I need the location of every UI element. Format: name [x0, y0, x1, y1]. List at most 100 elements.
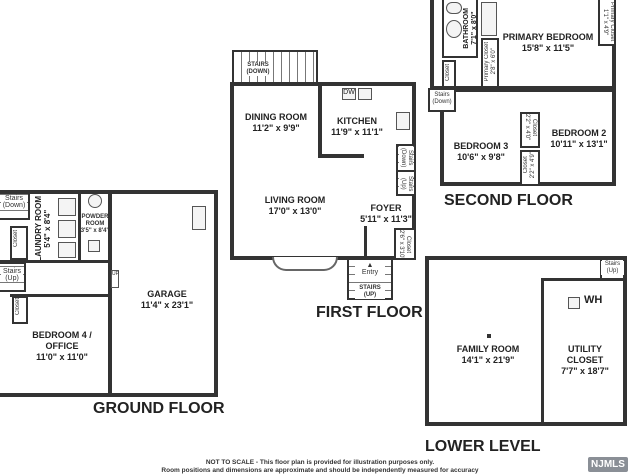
foyer-closet	[394, 228, 416, 260]
stairs-up-label: STAIRS (UP)	[355, 285, 385, 299]
room-name: BATHROOM	[463, 8, 470, 49]
toilet-icon	[446, 2, 462, 14]
garage-wall	[108, 192, 112, 397]
closet-a	[520, 112, 540, 148]
room-dims: 11'9" x 11'1"	[331, 127, 383, 137]
primary-closet-2	[481, 38, 499, 88]
room-dims: 7'7" x 18'7"	[561, 366, 609, 376]
room-name: Closet	[523, 156, 529, 174]
dishwasher-icon: DW	[342, 88, 356, 100]
utility-wall	[541, 278, 625, 281]
stove-icon	[396, 112, 410, 130]
room-dims: 5'11" x 11'3"	[360, 214, 412, 224]
kitchen-wall	[318, 154, 364, 158]
stairs-down-label: STAIRS (DOWN)	[246, 62, 270, 76]
room-dims: 11'2" x 9'9"	[252, 123, 300, 133]
ground-floor-title: GROUND FLOOR	[93, 400, 225, 417]
disclaimer-line-2: Room positions and dimensions are approx…	[161, 467, 479, 474]
stairs-down[interactable]	[232, 50, 318, 84]
sink-icon	[88, 240, 100, 252]
bay-window	[272, 257, 338, 271]
room-name: PRIMARY BEDROOM	[502, 32, 594, 42]
room-name: LAUNDRY ROOM	[34, 196, 43, 262]
stairs-up-side-label: Stairs (Up)	[399, 174, 413, 194]
room-dims: 3'5" x 8'4"	[80, 228, 110, 234]
room-dims: 7'1" x 8'0"	[471, 11, 478, 46]
stairs-up-label: Stairs (Up)	[1, 268, 23, 282]
room-dims: 1'1" x 4'9"	[602, 8, 608, 35]
room-name: DINING ROOM	[245, 112, 307, 122]
room-dims: 2'8" x 6'0"	[491, 48, 497, 75]
washer-icon	[58, 198, 76, 216]
first-floor-title: FIRST FLOOR	[316, 304, 423, 321]
room-dims: 11'0" x 11'0"	[36, 352, 88, 362]
stairs-down-side-label: Stairs (Down)	[399, 146, 413, 170]
room-dims: 10'6" x 9'8"	[457, 152, 505, 162]
bedroom-wall	[10, 294, 110, 297]
entry-text: Entry	[361, 269, 379, 276]
entry-label: ▲Entry	[355, 262, 385, 276]
closet-2	[12, 296, 28, 324]
foyer-wall	[364, 226, 367, 260]
njmls-logo: NJMLS	[588, 457, 628, 472]
room-name: Primary Closet	[609, 2, 615, 42]
hall-wall	[0, 260, 110, 263]
sink-icon	[446, 20, 462, 38]
second-floor-title: SECOND FLOOR	[444, 192, 573, 209]
room-dims: 2'6" x 3'10"	[398, 230, 404, 260]
garage-fixture-icon	[192, 206, 206, 230]
room-name: FAMILY ROOM	[456, 344, 520, 354]
room-dims: 5'4" x 8'4"	[43, 209, 52, 248]
closet-label: Closet	[445, 64, 451, 82]
room-dims: 17'0" x 13'0"	[268, 206, 322, 216]
stairs-down-label: Stairs (Down)	[1, 195, 27, 209]
room-dims: 14'1" x 21'9"	[461, 355, 515, 365]
room-name: Primary Closet	[484, 42, 490, 82]
powder-room-wall	[78, 192, 81, 262]
room-name: BEDROOM 4 / OFFICE	[32, 330, 92, 351]
bathtub-icon	[481, 2, 497, 36]
garage-step-up: UP	[111, 270, 119, 288]
room-name: UTILITY CLOSET	[566, 344, 604, 365]
room-name: GARAGE	[147, 289, 187, 299]
toilet-icon	[88, 194, 102, 208]
closet-2-label: Closet	[15, 298, 21, 316]
lower-level-title: LOWER LEVEL	[425, 438, 541, 455]
room-name: BEDROOM 3	[453, 141, 509, 151]
dryer-icon	[58, 220, 76, 238]
room-dims: 10'11" x 13'1"	[550, 139, 608, 149]
lower-level-outline	[425, 256, 627, 426]
closet-label: Closet	[13, 230, 19, 248]
kitchen-wall	[318, 82, 322, 156]
room-name: KITCHEN	[337, 116, 377, 126]
stairs-up-label: Stairs (Up)	[601, 261, 624, 275]
room-name: Closet	[405, 236, 411, 254]
water-heater-icon	[568, 297, 580, 309]
water-heater-label: WH	[584, 294, 603, 306]
room-dims: 2'2" x 4'9"	[530, 152, 536, 179]
utility-wall	[541, 278, 544, 426]
room-name: FOYER	[370, 203, 402, 213]
disclaimer: NOT TO SCALE - This floor plan is provid…	[120, 459, 520, 475]
room-dims: 15'8" x 11'5"	[521, 43, 575, 53]
sink-icon	[358, 88, 372, 100]
